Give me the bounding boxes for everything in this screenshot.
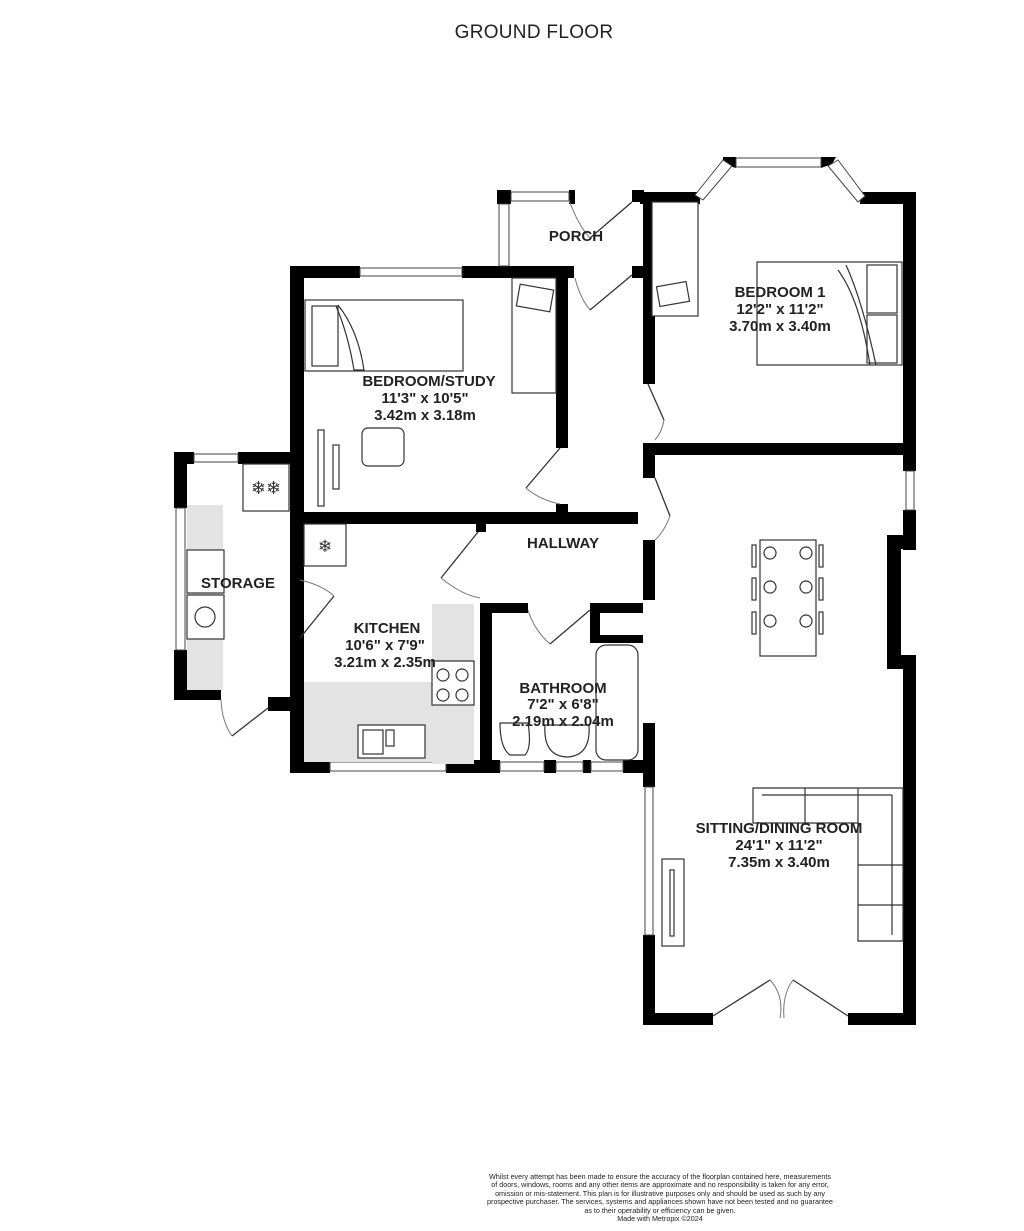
room-dims-imperial-bedroom-study: 11'3" x 10'5" (381, 390, 468, 407)
room-label-bathroom: BATHROOM (519, 680, 606, 697)
basin (544, 724, 590, 758)
toilet (499, 722, 531, 756)
room-label-bedroom1: BEDROOM 1 (735, 284, 826, 301)
room-dims-imperial-bedroom1: 12'2" x 11'2" (736, 301, 823, 318)
desk-chair (361, 427, 405, 467)
room-label-hallway: HALLWAY (527, 535, 599, 552)
disclaimer-line: Whilst every attempt has been made to en… (489, 1172, 831, 1181)
disclaimer-line: prospective purchaser. The services, sys… (487, 1197, 833, 1207)
wardrobe (511, 277, 557, 394)
room-label-bedroom-study: BEDROOM/STUDY (362, 373, 495, 390)
disclaimer-line: as to their operability or efficiency ca… (584, 1205, 736, 1215)
room-label-kitchen: KITCHEN (354, 620, 421, 637)
room-labels: PORCH BEDROOM 1 12'2" x 11'2" 3.70m x 3.… (201, 228, 862, 871)
svg-text:❄❄: ❄❄ (251, 478, 281, 498)
disclaimer: Whilst every attempt has been made to en… (440, 1172, 880, 1224)
doors (220, 199, 849, 1019)
room-dims-imperial-bathroom: 7'2" x 6'8" (527, 696, 598, 713)
room-dims-metric-sitting-dining: 7.35m x 3.40m (728, 854, 830, 871)
credit-line: Made with Metropix ©2024 (617, 1214, 703, 1224)
windows (175, 157, 915, 936)
disclaimer-line: of doors, windows, rooms and any other i… (491, 1180, 829, 1190)
room-dims-imperial-sitting-dining: 24'1" x 11'2" (735, 837, 822, 854)
washing-machine (186, 594, 225, 640)
walls (174, 157, 916, 1025)
room-label-storage: STORAGE (201, 575, 275, 592)
room-dims-metric-bedroom1: 3.70m x 3.40m (729, 318, 831, 335)
svg-text:❄: ❄ (318, 537, 332, 556)
room-dims-metric-bedroom-study: 3.42m x 3.18m (374, 407, 476, 424)
furniture: ❄❄ ❄ (186, 201, 904, 947)
fridge (303, 523, 347, 567)
corner-sofa (752, 787, 904, 942)
bath (595, 644, 639, 761)
tv-unit (661, 858, 685, 947)
single-bed (304, 299, 464, 372)
room-label-sitting-dining: SITTING/DINING ROOM (696, 820, 863, 837)
room-dims-metric-kitchen: 3.21m x 2.35m (334, 654, 436, 671)
dining-table (759, 539, 817, 657)
room-label-porch: PORCH (549, 228, 603, 245)
disclaimer-line: omission or mis-statement. This plan is … (495, 1188, 825, 1198)
room-dims-metric-bathroom: 2.19m x 2.04m (512, 713, 614, 730)
freezer (242, 463, 290, 512)
floor-title: GROUND FLOOR (454, 22, 614, 43)
room-dims-imperial-kitchen: 10'6" x 7'9" (345, 637, 425, 654)
